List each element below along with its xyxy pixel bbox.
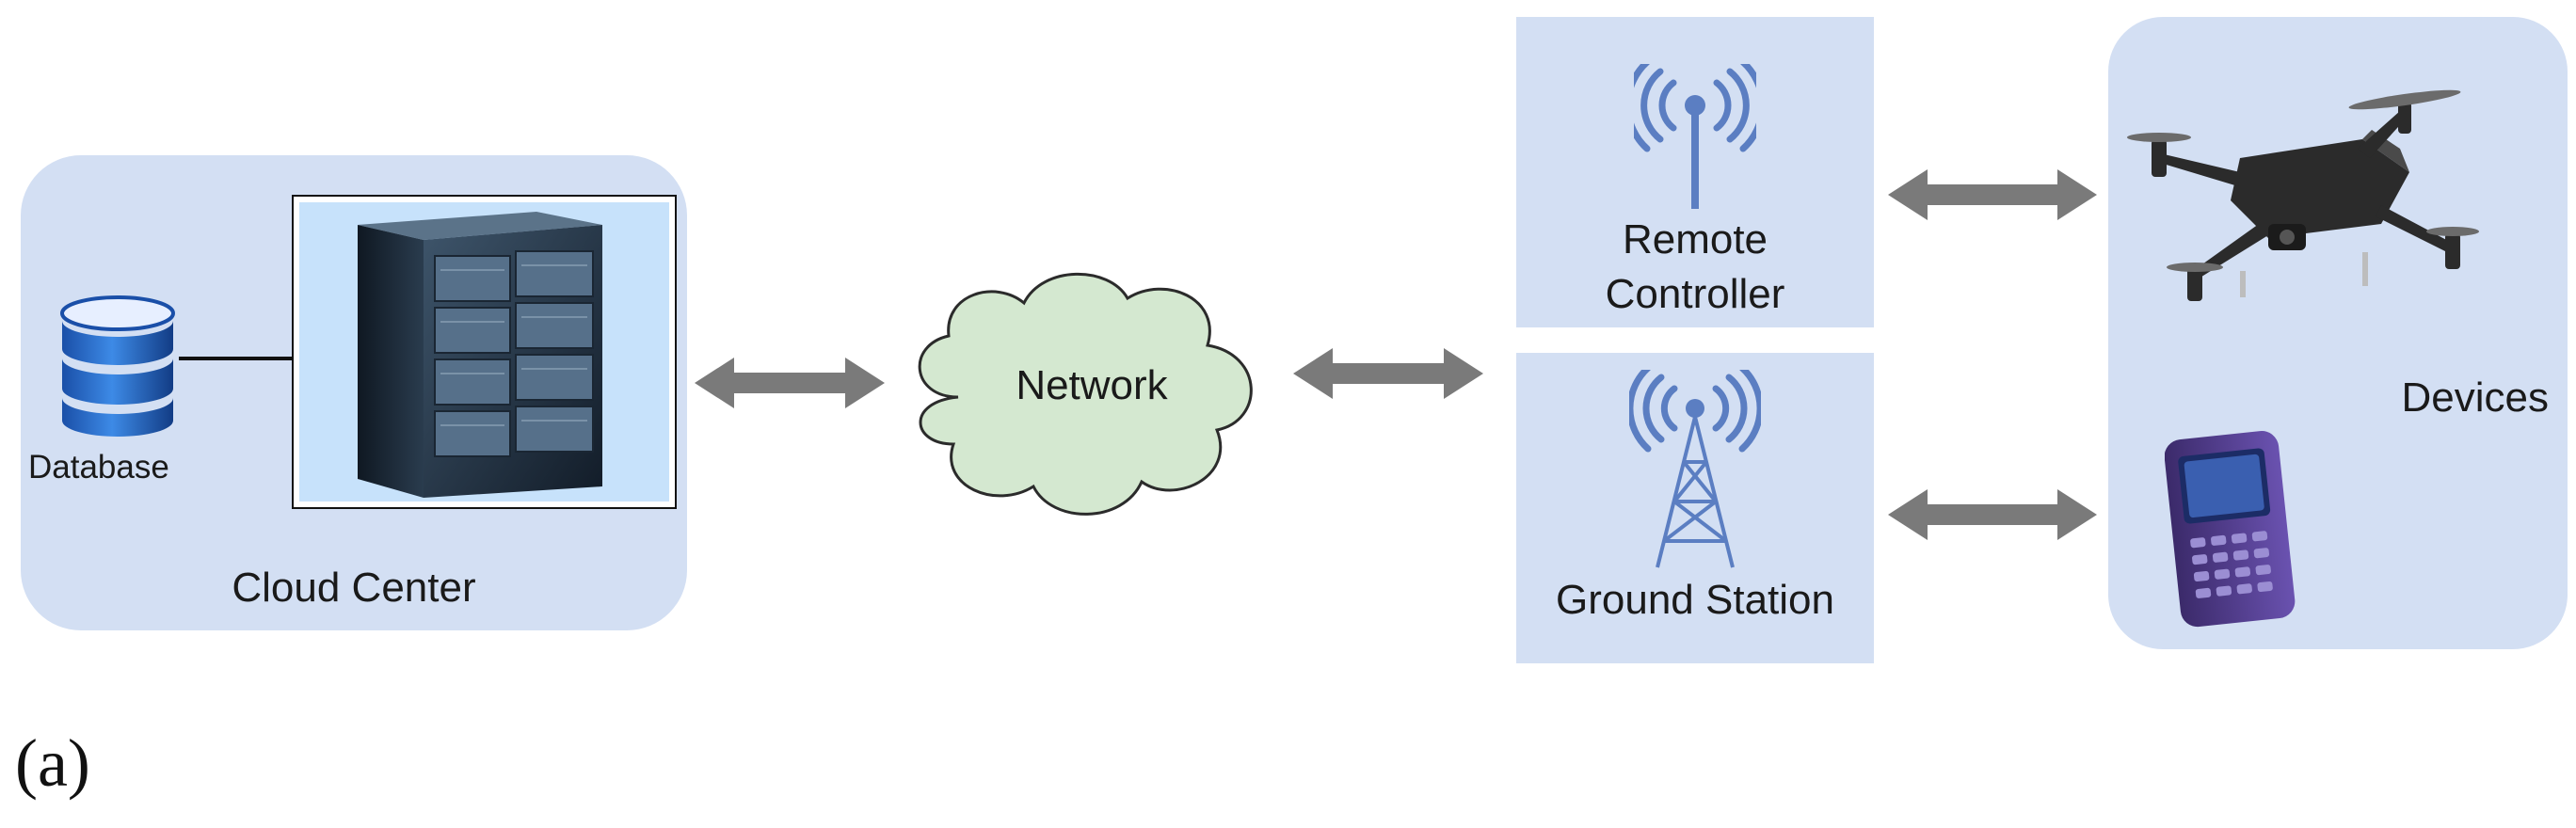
- devices-panel: Devices: [2108, 17, 2568, 649]
- network-label: Network: [1016, 362, 1168, 408]
- cloud-center-panel: Database: [21, 155, 687, 630]
- arrow-network-stations: [1293, 348, 1483, 399]
- network-cloud-icon: [918, 272, 1253, 516]
- arrow-cloud-network: [695, 358, 885, 408]
- cloud-center-label: Cloud Center: [232, 565, 476, 611]
- ground-station-label: Ground Station: [1556, 577, 1834, 623]
- database-label: Database: [28, 449, 169, 486]
- ground-station-panel: Ground Station: [1516, 353, 1874, 663]
- server-image-frame: [292, 195, 677, 509]
- remote-controller-label: Remote Controller: [1516, 213, 1874, 322]
- arrow-remote-devices: [1888, 169, 2097, 220]
- figure-caption: (a): [15, 725, 90, 801]
- tower-icon: [1629, 370, 1761, 568]
- server-rack-icon: [358, 212, 602, 498]
- remote-controller-label-line1: Remote: [1622, 216, 1768, 263]
- database-icon: [60, 295, 175, 437]
- phone-icon: [2165, 431, 2296, 628]
- antenna-icon: [1634, 64, 1756, 209]
- devices-label: Devices: [2401, 374, 2550, 421]
- drone-icon: [2127, 89, 2479, 301]
- remote-controller-panel: Remote Controller: [1516, 17, 1874, 327]
- arrow-ground-devices: [1888, 489, 2097, 540]
- remote-controller-label-line2: Controller: [1605, 271, 1785, 317]
- database-connector-line: [179, 357, 294, 360]
